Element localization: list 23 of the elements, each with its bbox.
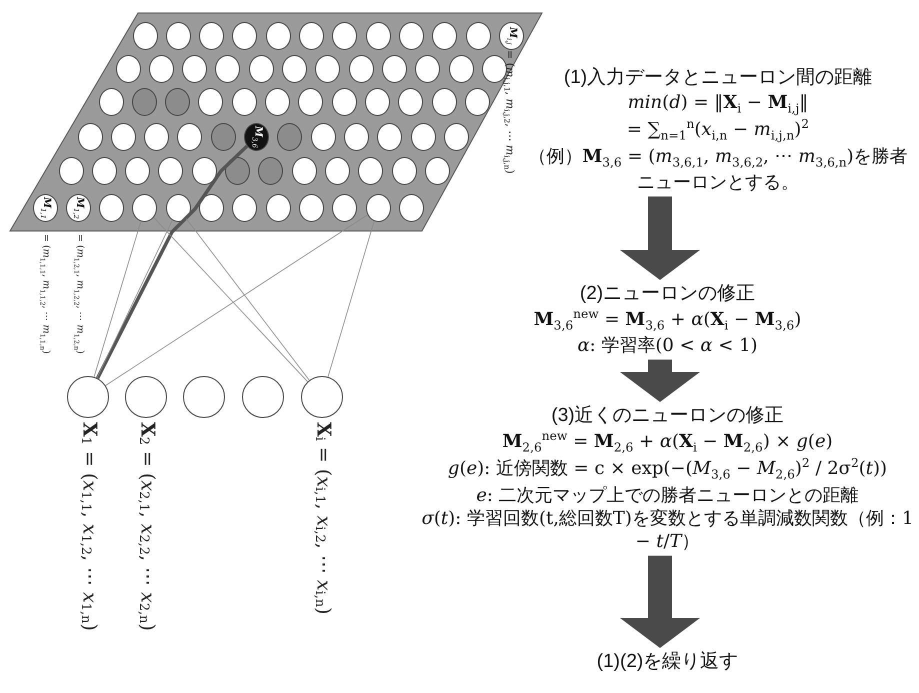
connection-line: [105, 214, 368, 386]
connection-line: [96, 220, 173, 378]
connection-line: [328, 220, 374, 378]
connection-line: [94, 220, 142, 378]
step-heading: (1)(2)を繰り返す: [596, 650, 740, 674]
formula-text: e: 二次元マップ上での勝者ニューロンとの距離: [475, 484, 860, 508]
formula-text: （例）M$_{3,6}$ = (m$_{3,6,1}$, m$_{3,6,2}$, ⋯ m$_{3,6,n}$)を勝者ニューロンとする。: [527, 144, 909, 195]
formula-text: M$_{3,6}$$^{new}$ = M$_{3,6}$ + α(X$_{i}$ − M$_{3,6}$): [532, 306, 802, 334]
step-heading: (1)入力データとニューロン間の距離: [562, 66, 874, 90]
formula-text: g(e): 近傍関数 = c × exp(−(M$_{3,6}$ − M$_{2,6}$)$^{2}$ / 2σ$^{2}$(t)): [446, 456, 888, 484]
step-heading: (2)ニューロンの修正: [578, 282, 756, 306]
formula-text: M$_{2,6}$$^{new}$ = M$_{2,6}$ + α(X$_{i}$ − M$_{2,6}$) × g(e): [501, 428, 834, 456]
down-arrow: [620, 360, 700, 402]
down-arrow: [620, 196, 700, 280]
down-arrow: [620, 556, 700, 648]
connection-line: [186, 218, 310, 381]
formula-text: σ(t): 学習回数(t,総回数T)を変数とする単調減数関数（例：1 − t/T）: [420, 507, 914, 554]
formula-text: = ∑$_{n=1}$$^{n}$(x$_{i,n}$ − m$_{i,j,n}$)$^{2}$: [626, 117, 810, 145]
formula-text: α: 学習率(0 < α < 1): [576, 334, 759, 358]
step-heading: (3)近くのニューロンの修正: [550, 404, 785, 428]
connection-line: [154, 217, 308, 382]
formula-text: min(d) = ‖X$_{i}$ − M$_{i,j}$‖: [626, 90, 810, 118]
connection-line: [96, 144, 248, 380]
